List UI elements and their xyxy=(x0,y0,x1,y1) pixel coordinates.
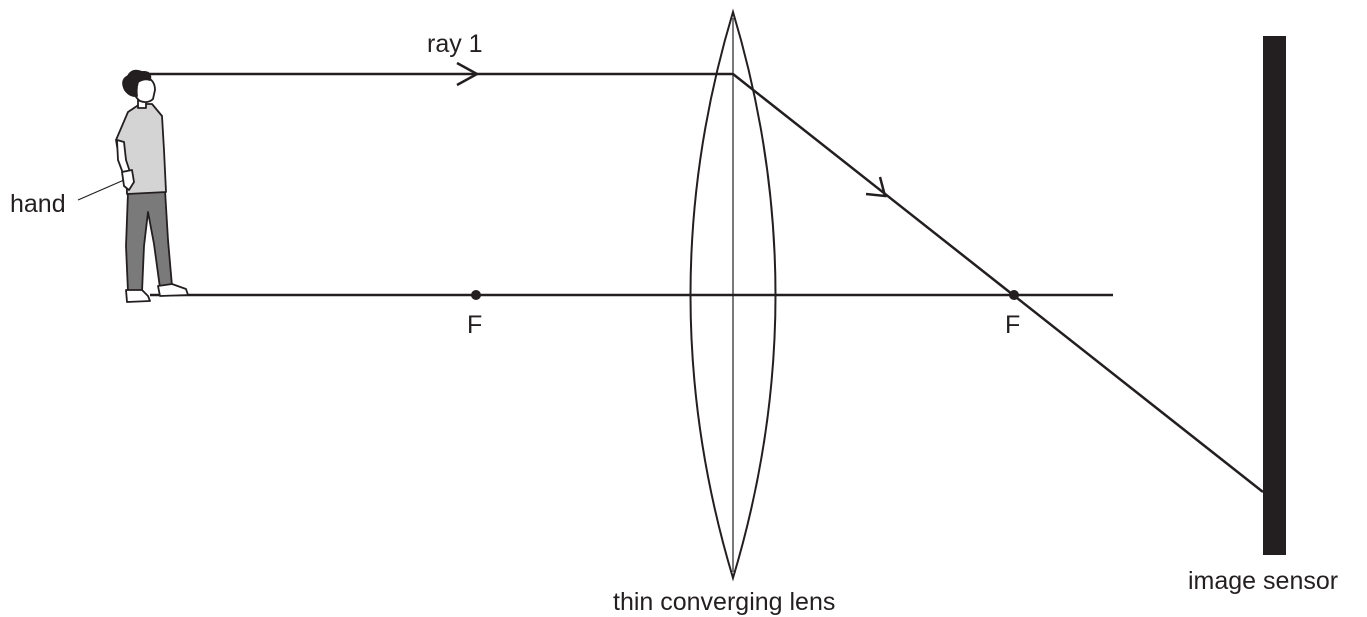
image-sensor-label: image sensor xyxy=(1188,567,1338,595)
hand-leader-line xyxy=(77,179,125,201)
ray-1-label: ray 1 xyxy=(427,30,483,58)
focal-point-left-label: F xyxy=(467,311,482,339)
focal-point-right-label: F xyxy=(1005,311,1020,339)
focal-point-left xyxy=(471,290,481,300)
ray-1-refracted xyxy=(732,73,1264,493)
thin-converging-lens xyxy=(689,8,777,582)
hand-label: hand xyxy=(10,190,66,218)
lens-label: thin converging lens xyxy=(613,588,835,616)
ray-1-arrowhead-incident xyxy=(456,61,480,87)
person-icon xyxy=(115,69,189,303)
focal-point-right xyxy=(1009,290,1019,300)
image-sensor xyxy=(1263,36,1286,555)
ray-1-arrowhead-refracted xyxy=(865,176,887,198)
